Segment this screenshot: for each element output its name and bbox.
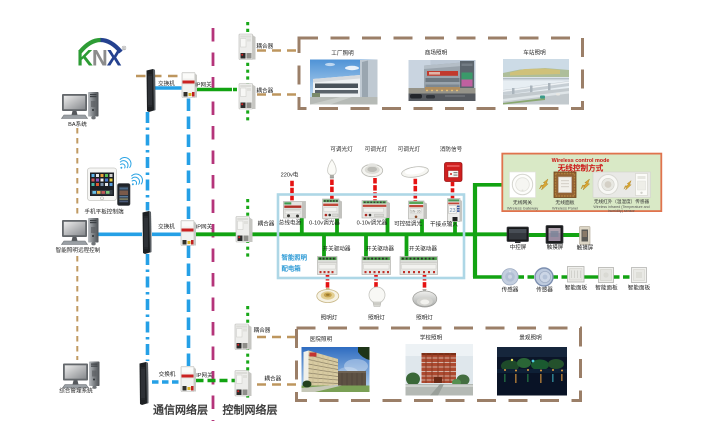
svg-text:景观照明: 景观照明: [519, 335, 542, 342]
svg-text:传感器: 传感器: [536, 286, 553, 294]
svg-text:开关驱动器: 开关驱动器: [323, 245, 351, 253]
svg-text:智能面板: 智能面板: [628, 284, 651, 292]
svg-text:开关驱动器: 开关驱动器: [409, 245, 437, 253]
svg-text:医院照明: 医院照明: [310, 335, 333, 343]
svg-text:总线电源: 总线电源: [279, 219, 302, 227]
svg-text:交换机: 交换机: [159, 370, 176, 378]
svg-text:humidity) sensor: humidity) sensor: [608, 209, 635, 213]
svg-text:交换机: 交换机: [158, 80, 175, 88]
svg-text:Wireless Panel: Wireless Panel: [552, 206, 578, 211]
svg-text:无线控制方式: 无线控制方式: [557, 163, 604, 173]
svg-text:IP网关: IP网关: [195, 81, 212, 89]
svg-text:SN-36: SN-36: [410, 209, 420, 213]
svg-text:可调光灯: 可调光灯: [330, 145, 353, 153]
svg-text:Wireless Gateway: Wireless Gateway: [507, 206, 538, 211]
svg-text:触摸屏: 触摸屏: [547, 243, 564, 251]
svg-text:商场照明: 商场照明: [425, 49, 448, 57]
svg-text:耦合器: 耦合器: [256, 87, 273, 95]
svg-text:无线网关: 无线网关: [513, 199, 532, 206]
svg-text:传感器: 传感器: [502, 286, 519, 294]
svg-text:照明灯: 照明灯: [368, 314, 385, 322]
svg-text:学校照明: 学校照明: [420, 334, 443, 342]
svg-text:R: R: [123, 47, 126, 51]
svg-text:车站照明: 车站照明: [523, 49, 546, 57]
svg-text:工厂照明: 工厂照明: [331, 50, 354, 57]
svg-text:消防信号: 消防信号: [440, 145, 463, 153]
svg-text:23: 23: [449, 208, 455, 214]
svg-text:综合管理系统: 综合管理系统: [59, 387, 93, 395]
svg-text:Wireless control mode: Wireless control mode: [552, 158, 610, 164]
svg-text:配电箱: 配电箱: [282, 264, 302, 273]
svg-text:0-10v调光器: 0-10v调光器: [357, 219, 388, 227]
svg-text:220v电: 220v电: [281, 171, 299, 179]
svg-text:手机平板控制端: 手机平板控制端: [84, 208, 124, 216]
svg-text:照明灯: 照明灯: [321, 314, 338, 322]
svg-text:交换机: 交换机: [158, 223, 175, 231]
svg-text:耦合器: 耦合器: [254, 326, 271, 334]
svg-text:照明灯: 照明灯: [416, 314, 433, 322]
svg-text:无线面板: 无线面板: [555, 199, 574, 206]
svg-text:0-10v调光器: 0-10v调光器: [309, 219, 340, 227]
svg-text:智能面板: 智能面板: [565, 284, 588, 292]
svg-text:智能照明远程控制: 智能照明远程控制: [56, 246, 101, 254]
svg-text:智能面板: 智能面板: [595, 284, 618, 292]
svg-text:通信网络层: 通信网络层: [153, 403, 208, 417]
svg-text:中控屏: 中控屏: [510, 243, 527, 251]
svg-text:开关驱动器: 开关驱动器: [366, 245, 394, 253]
svg-text:耦合器: 耦合器: [256, 42, 273, 50]
svg-text:Wireless infrared (Temperature: Wireless infrared (Temperature and: [593, 205, 649, 209]
svg-text:干接点输入: 干接点输入: [430, 220, 458, 228]
svg-text:耦合器: 耦合器: [264, 375, 281, 383]
svg-text:KNX: KNX: [77, 46, 122, 71]
svg-text:可调光灯: 可调光灯: [365, 145, 388, 153]
svg-text:IP网关: IP网关: [196, 223, 213, 231]
svg-text:耦合器: 耦合器: [258, 220, 275, 228]
svg-text:智能照明: 智能照明: [282, 253, 308, 262]
svg-text:触摸屏: 触摸屏: [577, 244, 594, 252]
svg-text:IP网关: IP网关: [196, 371, 213, 379]
svg-text:控制网络层: 控制网络层: [223, 403, 278, 417]
svg-text:可控硅调光: 可控硅调光: [394, 220, 422, 228]
svg-text:BA系统: BA系统: [68, 120, 87, 128]
svg-text:无线红外（温湿度）传感器: 无线红外（温湿度）传感器: [594, 198, 650, 205]
svg-text:可调光灯: 可调光灯: [398, 145, 421, 153]
